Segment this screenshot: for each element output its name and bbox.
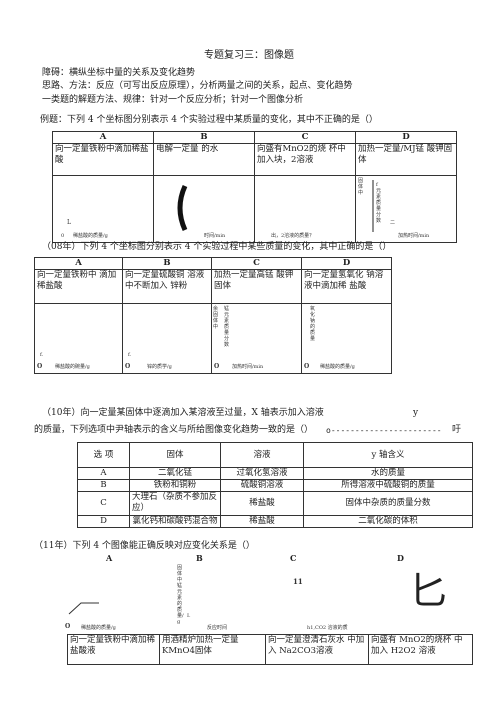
q2-c-xlabel: 加热时间/min bbox=[232, 364, 264, 370]
q1-stem: 例题：下列 4 个坐标图分别表示 4 个实验过程中某质量的变化，其中不正确的是（… bbox=[40, 115, 378, 125]
q1-header-b: B bbox=[153, 131, 255, 144]
q1-option-b: 电解一定量 的水 bbox=[153, 143, 255, 176]
q2-option-a: 向一定量铁粉中 滴加稀盐酸 bbox=[34, 269, 123, 304]
q2-d-ylabel: 氧化钠的质量 bbox=[310, 306, 316, 342]
q2-b-origin: O bbox=[125, 363, 131, 370]
q1-option-d: 加热一定量/MJ锰 酸钾固体 bbox=[355, 143, 457, 176]
q2-graph-b: f. O 锌的质学/g bbox=[122, 303, 212, 374]
q1-graph-c: 出，2溶液的质量？ bbox=[254, 175, 356, 243]
q3-stem-y: y bbox=[413, 408, 419, 418]
q1-d-axis bbox=[372, 180, 374, 232]
q2-option-d: 向一定量氢氧化 钠溶液中滴加稀 盐酸 bbox=[301, 269, 392, 304]
q2-d-origin: O bbox=[304, 363, 310, 370]
q4-header-b: B bbox=[196, 553, 203, 563]
q4-a-curve bbox=[68, 602, 99, 615]
q3-graph-line: o----------------------- bbox=[326, 426, 442, 435]
q4-d-glyph: 匕 bbox=[409, 569, 448, 613]
q2-graph-d: 氧化钠的质量 O 稀盐酸的质量/g bbox=[301, 303, 392, 374]
q4-graphs: O 稀盐酸的质量/g 固体中锰元素的质量/g I. 反应时间 11 h1,CO2… bbox=[65, 563, 472, 633]
q1-d-marks: f 元 素 质 量 分 数 bbox=[376, 182, 382, 224]
table-row: D 氯化钙和碳酸钙混合物 稀盐酸 二氧化碳的体积 bbox=[77, 515, 473, 528]
q1-header-c: C bbox=[254, 131, 356, 144]
q3-header-option: 选 项 bbox=[77, 442, 130, 468]
q3-header-solid: 固体 bbox=[129, 442, 221, 468]
table-row: A 二氧化锰 过氧化氢溶液 水的质量 bbox=[77, 467, 473, 480]
q2-graph-a: f. O 稀盐酸的碗量/g bbox=[34, 303, 123, 374]
q1-graph-d: 固体中 f 元 素 质 量 分 数 二 加热时间/min bbox=[355, 175, 457, 243]
q2-header-a: A bbox=[34, 257, 123, 270]
q1-b-xlabel: 时间/min bbox=[204, 233, 226, 239]
table-row: B 铁粉和铜粉 硫酸铜溶液 所得溶液中硫酸铜的质量 bbox=[77, 479, 473, 492]
q1-c-xlabel: 出，2溶液的质量？ bbox=[271, 233, 315, 239]
page-title: 专题复习三：图像题 bbox=[204, 50, 294, 61]
q4-a-xlabel: 稀盐酸的质量/g bbox=[81, 625, 116, 631]
q4-header-c: C bbox=[290, 553, 297, 563]
q2-a-origin: O bbox=[37, 363, 43, 370]
q1-a-tick: L bbox=[67, 219, 71, 226]
q4-option-d: 向盛有 MnO2的烧杯 中加入 H2O2 溶液 bbox=[368, 634, 473, 665]
q2-table: A B C D 向一定量铁粉中 滴加稀盐酸 向一定量硫酸铜 溶液中不断加入 锌粉… bbox=[34, 257, 481, 374]
q2-a-tick: f. bbox=[40, 352, 44, 358]
q1-header-d: D bbox=[355, 131, 457, 144]
q3-header-solution: 溶液 bbox=[220, 442, 304, 468]
q3-graph-tail: 吁 bbox=[452, 425, 462, 435]
q2-c-ylabel: 余固体中 bbox=[213, 306, 219, 330]
q2-option-b: 向一定量硫酸铜 溶液中不断加入 锌粉 bbox=[122, 269, 212, 304]
q2-b-xlabel: 锌的质学/g bbox=[147, 364, 172, 370]
q1-a-xlabel: 稀盐酸的质量/g bbox=[73, 233, 108, 239]
q4-c-mark: 11 bbox=[293, 577, 303, 586]
q4-b-xlabel: 反应时间 bbox=[207, 625, 228, 631]
q4-option-b: 用酒精炉加热一定量 KMnO4固体 bbox=[159, 634, 266, 665]
q4-stem: （11年）下列 4 个图像能正确反映对应变化关系是（） bbox=[34, 541, 255, 551]
q1-a-origin: 0 bbox=[61, 233, 65, 239]
q2-b-tick: f. bbox=[128, 352, 132, 358]
q4-header-a: A bbox=[106, 553, 113, 563]
q4-header-d: D bbox=[397, 553, 404, 563]
q3-header-yaxis: y 轴含义 bbox=[303, 442, 473, 468]
q2-header-d: D bbox=[301, 257, 392, 270]
q2-header-c: C bbox=[211, 257, 302, 270]
q1-header-a: A bbox=[52, 131, 154, 144]
q2-header-b: B bbox=[122, 257, 212, 270]
q4-b-ylabel: 固体中锰元素的质量/g bbox=[177, 565, 184, 625]
q1-graph-a: L 0 稀盐酸的质量/g bbox=[52, 175, 154, 243]
q1-option-c: 向盛有MnO2的烧 杯中加入块，2溶液 bbox=[254, 143, 356, 176]
q2-option-c: 加热一定量高锰 酸钾固体 bbox=[211, 269, 302, 304]
q1-d-xlabel: 加热时间/min bbox=[398, 233, 430, 239]
intro-method: 思路、方法：反应（可写出反应原理），分析两量之间的关系，起点、变化趋势 bbox=[42, 81, 353, 91]
q3-stem-1: （10年）向一定量某固体中逐滴加入某溶液至过量，X 轴表示加入溶液 bbox=[42, 408, 324, 418]
intro-rule: 一类题的解题方法、规律：针对一个反应分析；针对一个图像分析 bbox=[42, 95, 304, 105]
q2-graph-c: 余固体中 锰元素质量分数 O 加热时间/min bbox=[211, 303, 302, 374]
q4-option-c: 向一定量澄清石灰水 中加入 Na2CO3溶液 bbox=[265, 634, 369, 665]
q2-stem: （08年）下列 4 个坐标图分别表示 4 个实验过程中某些质量的变化，其中正确的… bbox=[42, 242, 392, 252]
q2-c-origin: O bbox=[214, 363, 220, 370]
q4-table: 向一定量铁粉中滴加稀盐酸液 用酒精炉加热一定量 KMnO4固体 向一定量澄清石灰… bbox=[67, 634, 473, 665]
q1-d-ylabel: 固体中 bbox=[358, 178, 364, 196]
q4-a-origin: O bbox=[65, 623, 71, 630]
q2-c-marks: 锰元素质量分数 bbox=[224, 306, 230, 348]
q1-b-curve bbox=[177, 184, 188, 232]
q1-option-a: 向一定量铁粉中滴加稀盐酸 bbox=[52, 143, 154, 176]
q4-c-xlabel: h1,CO2 溶液的质 bbox=[307, 625, 348, 631]
q1-graph-b: 时间/min bbox=[153, 175, 255, 243]
q4-option-a: 向一定量铁粉中滴加稀盐酸液 bbox=[67, 634, 160, 665]
q3-table: 选 项 固体 溶液 y 轴含义 A 二氧化锰 过氧化氢溶液 水的质量 B 铁粉和… bbox=[77, 442, 473, 528]
q2-d-xlabel: 稀盐酸的质量/g bbox=[320, 364, 355, 370]
intro-obstacle: 障碍：横纵坐标中量的关系及变化趋势 bbox=[42, 68, 196, 78]
q4-b-mark: I. bbox=[187, 613, 191, 619]
q1-table: A B C D 向一定量铁粉中滴加稀盐酸 电解一定量 的水 向盛有MnO2的烧 … bbox=[52, 131, 457, 243]
q2-a-xlabel: 稀盐酸的碗量/g bbox=[55, 364, 90, 370]
table-row: C 大理石（杂质不参加反应） 稀盐酸 固体中杂质的质量分数 bbox=[77, 491, 473, 516]
q3-stem-2: 的质量，下列选项中尹轴表示的含义与所给图像变化趋势一致的是（） bbox=[34, 425, 314, 435]
